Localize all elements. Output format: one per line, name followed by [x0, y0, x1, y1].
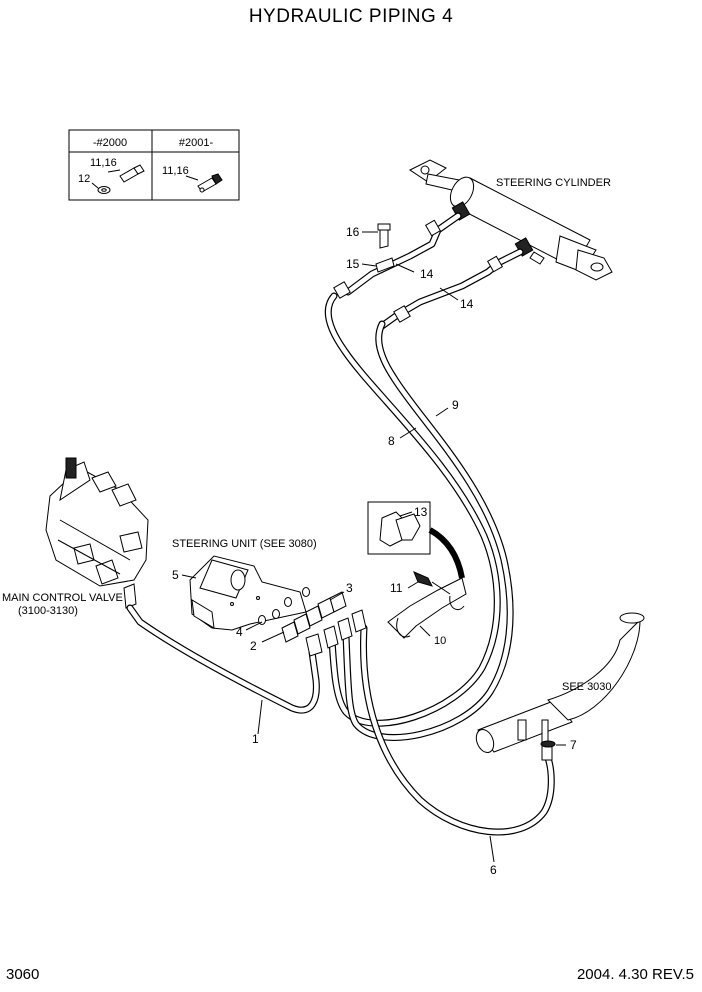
callout-11: 11 [390, 581, 403, 595]
serial-left-parts-b: 12 [78, 173, 90, 185]
steering-unit-label: STEERING UNIT (SEE 3080) [172, 538, 317, 550]
callouts: 16 15 14 14 9 8 13 11 10 5 3 4 2 1 7 6 [172, 225, 577, 877]
callout-3: 3 [346, 581, 353, 595]
hose-6 [360, 624, 555, 836]
see-3030-label: SEE 3030 [562, 681, 612, 693]
serial-table: -#2000 #2001- 11,16 12 11,16 [68, 129, 240, 201]
adapters-orings [258, 587, 347, 643]
callout-1: 1 [252, 732, 259, 746]
steering-cylinder [409, 159, 613, 281]
callout-10: 10 [434, 635, 446, 647]
callout-5: 5 [172, 568, 179, 582]
steel-pipes [333, 212, 524, 330]
callout-13: 13 [414, 505, 428, 519]
callout-9: 9 [452, 398, 459, 412]
callout-16: 16 [346, 225, 360, 239]
revision-date: 2004. 4.30 REV.5 [576, 966, 694, 983]
bolt-washer-icon [91, 164, 145, 194]
hose-1 [126, 604, 323, 714]
steering-cylinder-label: STEERING CYLINDER [496, 177, 611, 189]
callout-8: 8 [388, 434, 395, 448]
callout-15: 15 [346, 257, 360, 271]
hoses-8-9 [324, 292, 514, 741]
callout-2: 2 [250, 639, 257, 653]
hose-end-fittings [323, 609, 367, 649]
serial-col-left: -#2000 [93, 137, 127, 149]
page-title: HYDRAULIC PIPING 4 [248, 6, 454, 27]
callout-14-lower: 14 [460, 297, 474, 311]
hose-clamp-assembly [367, 501, 467, 639]
serial-right-parts: 11,16 [162, 165, 189, 177]
callout-14-upper: 14 [420, 267, 434, 281]
leader-lines [181, 231, 566, 863]
main-control-valve-ref: (3100-3130) [18, 605, 78, 617]
callout-7: 7 [570, 738, 577, 752]
page-number: 3060 [6, 966, 40, 983]
main-control-valve [45, 457, 149, 609]
fitting-icon [185, 173, 223, 193]
callout-6: 6 [490, 863, 497, 877]
main-control-valve-label: MAIN CONTROL VALVE [2, 592, 123, 604]
callout-4: 4 [236, 625, 243, 639]
return-pipe [475, 612, 645, 754]
steering-unit [189, 555, 307, 631]
serial-col-right: #2001- [179, 137, 214, 149]
serial-left-parts-a: 11,16 [90, 157, 117, 169]
